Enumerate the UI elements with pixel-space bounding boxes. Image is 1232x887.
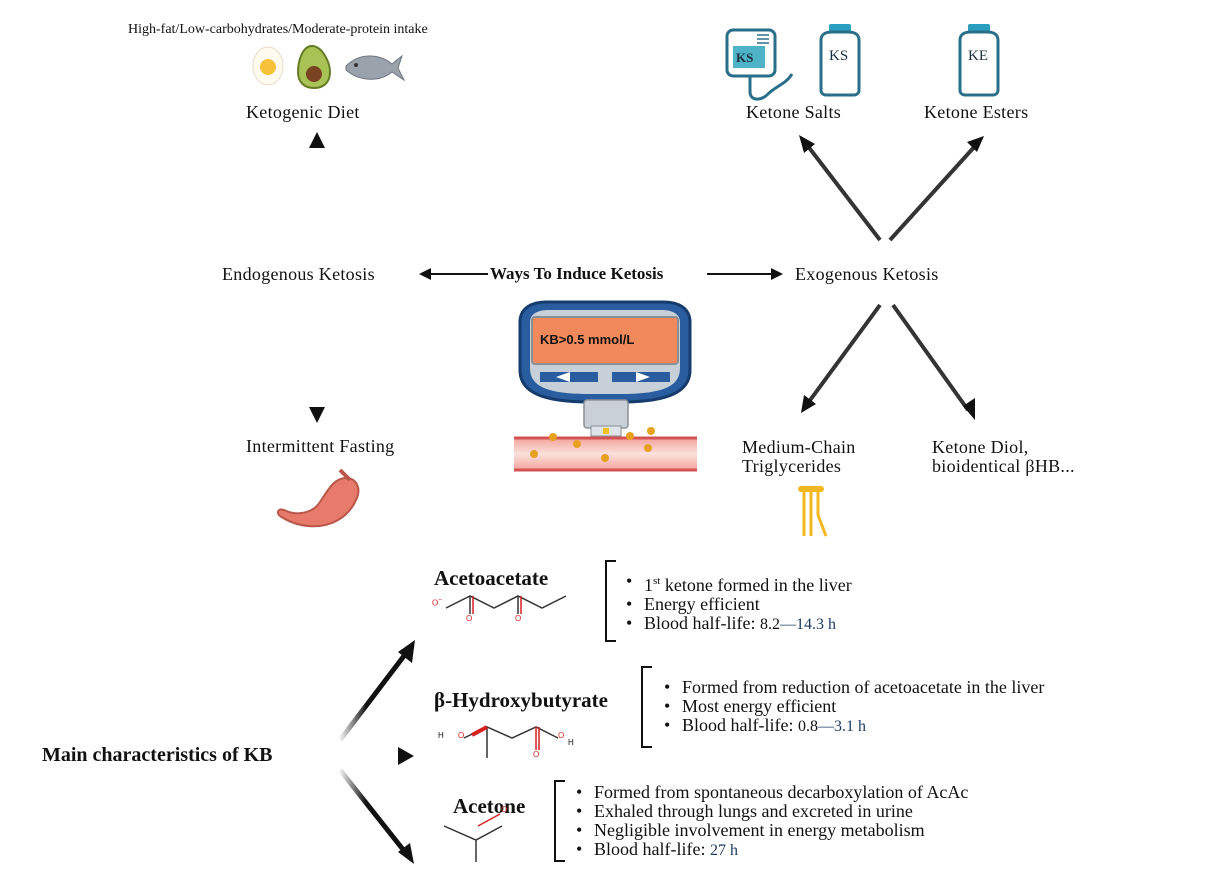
ketone-ester-bottle-icon: [958, 24, 1000, 97]
acetoacetate-structure: [445, 595, 567, 614]
stomach-icon: [276, 468, 360, 528]
iv-bag-icon: [725, 28, 794, 101]
diagram-title: Ways To Induce Ketosis: [490, 264, 664, 283]
fact-item: Formed from spontaneous decarboxylation …: [572, 783, 968, 803]
egg-icon: [252, 46, 284, 86]
bhb-facts: Formed from reduction of acetoacetate in…: [660, 678, 1044, 736]
endogenous-ketosis-label: Endogenous Ketosis: [222, 264, 375, 284]
arrow-to-ketone-salts: [799, 135, 882, 242]
acetoacetate-o-minus: O−: [432, 597, 443, 608]
fact-item: Energy efficient: [622, 595, 852, 615]
fact-item: Blood half-life: 0.8—3.1 h: [660, 716, 1044, 736]
main-characteristics-label: Main characteristics of KB: [42, 744, 273, 766]
bhb-o-right: O: [558, 731, 565, 740]
arrow-to-mct: [801, 303, 882, 413]
acetone-name: Acetone: [453, 794, 526, 818]
fish-icon: [345, 54, 406, 82]
fact-item: Most energy efficient: [660, 697, 1044, 717]
exogenous-ketosis-label: Exogenous Ketosis: [795, 264, 939, 284]
acetone-bracket: [554, 780, 565, 862]
meter-display-text: KB>0.5 mmol/L: [540, 332, 635, 347]
fact-item: Blood half-life: 8.2—14.3 h: [622, 614, 852, 634]
arrow-to-ketone-esters: [888, 136, 984, 242]
bhb-h-right: H: [568, 738, 574, 747]
ks-bottle-text: KS: [829, 48, 849, 64]
diol-label-line1: Ketone Diol,: [932, 437, 1029, 457]
ketone-meter-icon: [518, 300, 692, 437]
ketone-esters-label: Ketone Esters: [924, 102, 1029, 122]
arrow-to-bhb: [340, 747, 414, 765]
bhb-h-left: H: [438, 731, 444, 740]
mct-lipid-icon: [798, 486, 828, 537]
diet-caption: High-fat/Low-carbohydrates/Moderate-prot…: [128, 22, 428, 37]
fact-item: Negligible involvement in energy metabol…: [572, 821, 968, 841]
intermittent-fasting-label: Intermittent Fasting: [246, 436, 395, 456]
avocado-icon: [296, 44, 332, 90]
acetoacetate-o1: O: [466, 614, 473, 623]
fact-item: Exhaled through lungs and excreted in ur…: [572, 802, 968, 822]
arrow-to-exogenous: [707, 268, 783, 280]
arrow-to-ketogenic-diet: [309, 132, 325, 248]
acetoacetate-facts: 1st ketone formed in the liver Energy ef…: [622, 572, 852, 634]
acetoacetate-name: Acetoacetate: [434, 566, 549, 590]
ke-bottle-text: KE: [968, 48, 988, 64]
iv-bag-text: KS: [736, 50, 754, 65]
blood-vessel-icon: [514, 427, 697, 472]
ketone-salts-label: Ketone Salts: [746, 102, 842, 122]
mct-label-line1: Medium-Chain: [742, 437, 856, 457]
ketogenic-diet-label: Ketogenic Diet: [246, 102, 360, 122]
bhb-name: β-Hydroxybutyrate: [434, 688, 608, 712]
fact-item: Formed from reduction of acetoacetate in…: [660, 678, 1044, 698]
acetoacetate-o2: O: [515, 614, 522, 623]
ketone-salt-bottle-icon: [819, 24, 861, 97]
bhb-bracket: [641, 666, 652, 748]
arrow-to-fasting: [309, 305, 325, 423]
fact-item: 1st ketone formed in the liver: [622, 572, 852, 595]
mct-label-line2: Triglycerides: [742, 456, 842, 476]
fact-item: Blood half-life: 27 h: [572, 840, 968, 860]
diol-label-line2: bioidentical βHB...: [932, 456, 1075, 476]
arrow-to-acetoacetate: [338, 640, 415, 742]
acetoacetate-bracket: [605, 560, 616, 642]
acetone-structure: [443, 813, 503, 862]
arrow-to-acetone: [338, 768, 414, 864]
bhb-o-bottom: O: [533, 750, 540, 759]
arrow-to-diol: [891, 303, 975, 420]
arrow-to-endogenous: [419, 268, 488, 280]
acetone-o: O: [501, 805, 508, 814]
bhb-o-left: O: [458, 731, 465, 740]
acetone-facts: Formed from spontaneous decarboxylation …: [572, 783, 968, 860]
bhb-structure: [463, 725, 559, 758]
